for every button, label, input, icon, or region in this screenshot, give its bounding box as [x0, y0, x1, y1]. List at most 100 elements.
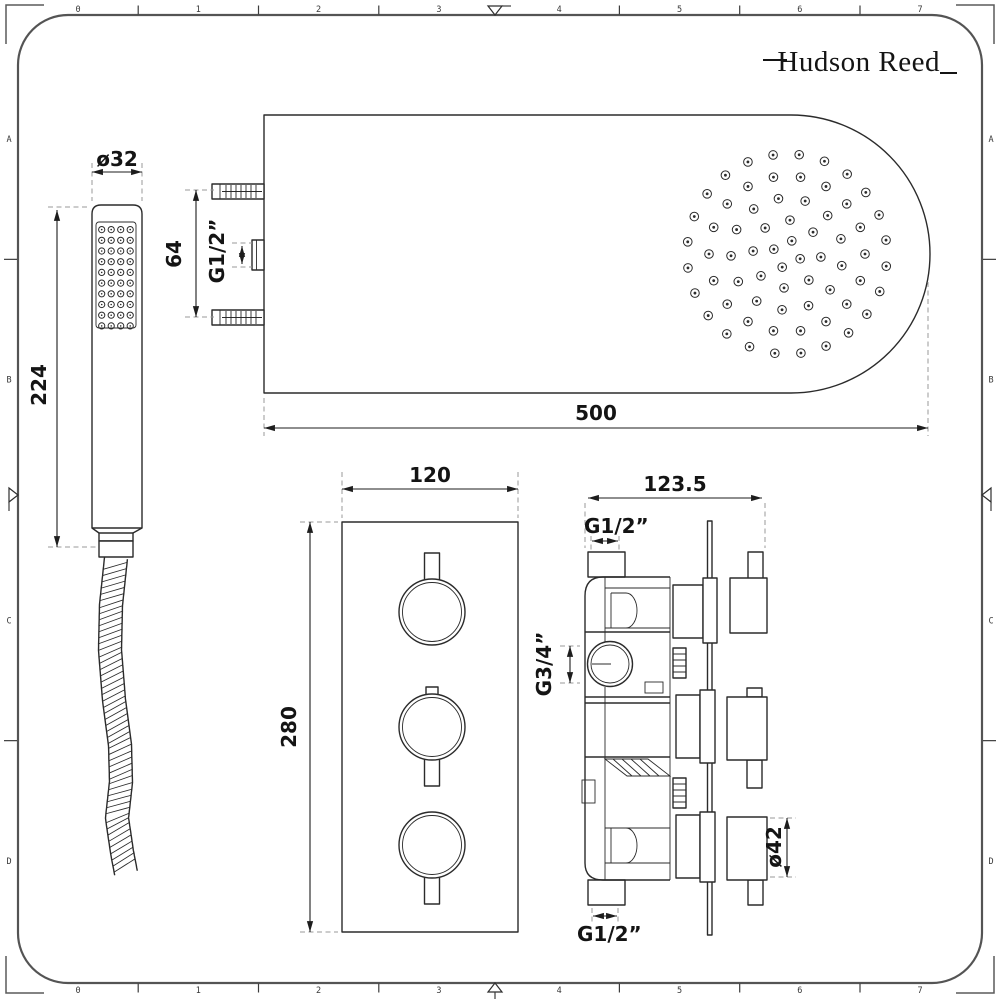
- hose-rib: [100, 670, 124, 683]
- valve-side-view: 123.5 G1/2”: [532, 472, 796, 946]
- handset-nozzle: [117, 236, 125, 244]
- shower-nozzle: [825, 284, 835, 295]
- handset-nozzle-dot: [110, 250, 112, 252]
- shower-nozzle-dot: [811, 230, 815, 234]
- shower-nozzle-dot: [797, 153, 801, 157]
- hose-rib: [102, 568, 127, 576]
- handset-nozzle: [117, 268, 125, 276]
- shower-nozzle: [779, 283, 789, 293]
- shower-nozzle-dot: [736, 280, 740, 284]
- hose-rib: [105, 806, 130, 815]
- ruler-bottom-number: 2: [316, 986, 321, 996]
- shower-nozzle: [743, 157, 753, 167]
- hose-rib: [98, 622, 123, 633]
- valve-cartridge-top: [672, 551, 768, 644]
- shower-nozzle-dot: [763, 226, 767, 230]
- shower-nozzle: [704, 249, 714, 259]
- handset-nozzle-dot: [100, 239, 103, 242]
- handset-nozzle: [126, 258, 134, 266]
- hose-rib: [108, 828, 131, 842]
- hose-rib: [101, 683, 125, 696]
- shower-nozzle: [769, 244, 779, 255]
- shower-nozzle-dot: [751, 249, 755, 253]
- handset-nozzle: [107, 268, 115, 276]
- shower-nozzle-dot: [746, 185, 750, 188]
- handset-nozzle: [117, 290, 125, 298]
- shower-nozzle: [751, 296, 762, 306]
- shower-nozzle-dot: [725, 302, 729, 306]
- trim-knob-middle: [398, 686, 466, 787]
- shower-nozzle-dot: [828, 288, 832, 292]
- shower-nozzle: [708, 275, 719, 286]
- shower-nozzle-dot: [863, 252, 867, 256]
- shower-nozzle: [803, 300, 814, 311]
- trim-knob-bottom: [398, 811, 466, 905]
- handset-spray-face: [95, 221, 137, 329]
- hose-rib: [108, 756, 132, 768]
- shower-nozzle-dot: [858, 225, 862, 229]
- ruler-bottom-number: 7: [918, 986, 923, 996]
- shower-nozzle: [683, 263, 693, 273]
- ruler-bottom-number: 5: [677, 986, 682, 996]
- handset-nozzle-dot: [119, 260, 122, 263]
- shower-nozzle-dot: [878, 290, 882, 293]
- handset-nozzle-dot: [110, 314, 112, 317]
- ruler-bottom-number: 3: [436, 986, 441, 996]
- ruler-top-number: 7: [918, 5, 923, 15]
- ruler-left-letter: A: [6, 135, 11, 145]
- shower-nozzle: [821, 181, 831, 192]
- logo-text: Hudson Reed: [777, 46, 940, 78]
- shower-nozzle-dot: [826, 214, 830, 217]
- handset-nozzle-dot: [129, 271, 131, 274]
- ruler-top-number: 6: [797, 5, 802, 15]
- handset-nozzle: [98, 236, 106, 244]
- handset-nozzle: [107, 236, 115, 244]
- handset-nozzle: [107, 300, 115, 309]
- center-markers: [8, 5, 992, 999]
- handset-nozzle: [107, 247, 115, 255]
- handset-nozzle: [117, 322, 125, 330]
- shower-nozzle: [816, 252, 826, 262]
- handset-hose-nut-top: [98, 532, 134, 542]
- shower-nozzle-dot: [735, 228, 739, 231]
- hose-rib: [98, 628, 123, 639]
- hose-rib: [111, 846, 134, 861]
- shower-nozzle: [855, 222, 866, 233]
- shower-nozzle: [808, 227, 818, 237]
- shower-nozzle: [777, 304, 787, 315]
- shower-nozzle: [881, 261, 892, 271]
- shower-nozzle: [744, 341, 755, 352]
- ruler-right-letter: B: [988, 376, 993, 386]
- shower-nozzle-dot: [845, 302, 849, 306]
- handset-nozzle-dot: [110, 260, 112, 263]
- shower-nozzle-dot: [790, 239, 794, 243]
- shower-nozzle: [855, 275, 866, 286]
- shower-nozzle-dot: [845, 172, 849, 176]
- shower-nozzle: [874, 210, 884, 220]
- ruler-top-number: 1: [196, 5, 201, 15]
- handset-hose: [97, 556, 138, 876]
- shower-nozzle-dot: [823, 159, 826, 163]
- hose-rib: [103, 695, 126, 708]
- shower-nozzle: [722, 199, 733, 209]
- handset-nozzle: [126, 300, 134, 309]
- shower-nozzle: [804, 275, 814, 285]
- shower-nozzle-dot: [799, 175, 802, 179]
- valve-cartridge-middle: [675, 687, 768, 789]
- hose-rib: [107, 794, 132, 803]
- handset-nozzle: [98, 300, 106, 309]
- shower-head-panel: [263, 114, 931, 394]
- shower-nozzle: [722, 329, 732, 339]
- hose-rib: [98, 640, 122, 651]
- handset-nozzle-dot: [100, 228, 103, 231]
- shower-nozzle-dot: [799, 329, 802, 333]
- handset-nozzle: [107, 258, 115, 266]
- shower-nozzle: [703, 310, 713, 321]
- shower-nozzle-dot: [692, 215, 696, 218]
- shower-nozzle-dot: [686, 240, 690, 244]
- shower-nozzle-dot: [858, 279, 862, 283]
- shower-nozzle-dot: [712, 225, 716, 229]
- handset-nozzle: [126, 268, 134, 276]
- valve-side-port: [586, 640, 634, 688]
- shower-nozzle-dot: [771, 153, 775, 157]
